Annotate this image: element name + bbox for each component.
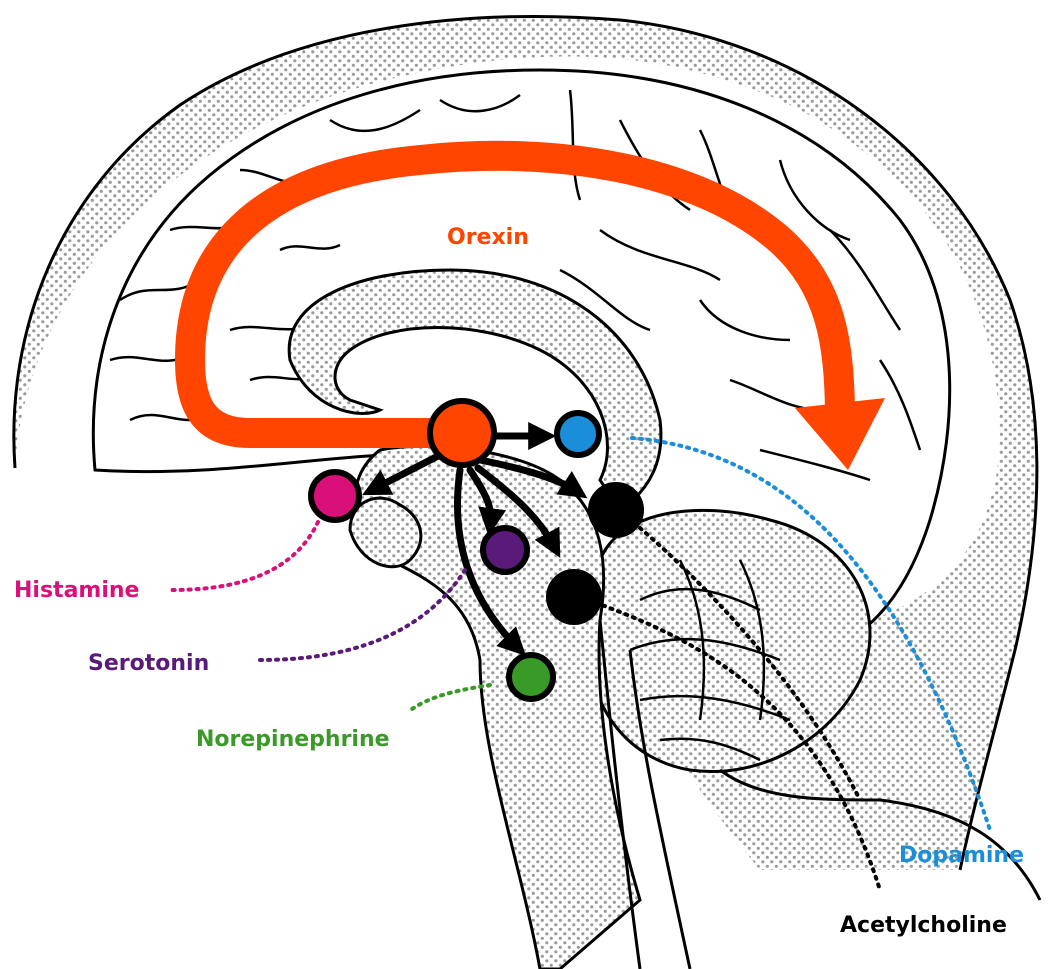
dopamine-node <box>557 413 599 455</box>
serotonin-label: Serotonin <box>88 651 209 676</box>
norepinephrine-label: Norepinephrine <box>196 727 390 752</box>
histamine-label: Histamine <box>14 578 139 603</box>
histamine-node <box>311 472 359 520</box>
acetylcholine-node-lower <box>549 572 599 622</box>
orexin-node <box>430 401 494 465</box>
orexin-label: Orexin <box>447 225 529 250</box>
acetylcholine-node-upper <box>591 485 641 535</box>
serotonin-node <box>483 528 527 572</box>
dopamine-label: Dopamine <box>899 843 1024 868</box>
acetylcholine-label: Acetylcholine <box>840 913 1007 938</box>
norepinephrine-node <box>509 655 553 699</box>
